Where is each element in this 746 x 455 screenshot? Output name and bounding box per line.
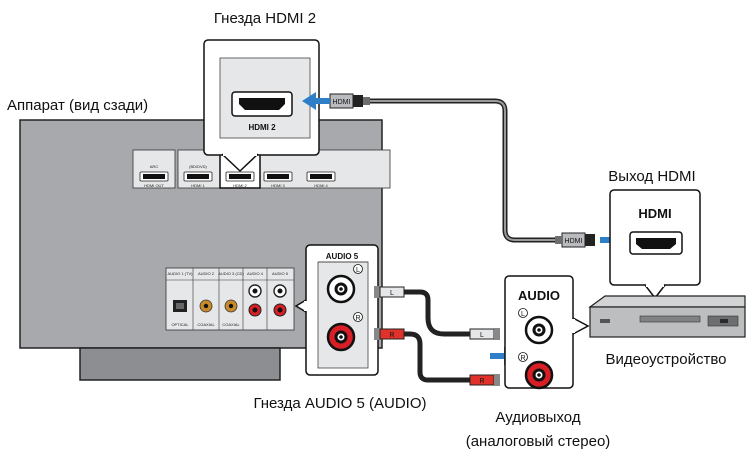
audio-output-label: Аудиовыход (495, 409, 580, 426)
hdmi1-sub: (BD/DVD) (189, 164, 207, 169)
receiver-foot (79, 347, 281, 381)
video-device-label: Видеоустройство (606, 351, 727, 368)
rca-plug-right-label: R (389, 332, 394, 339)
device-hdmi-callout: HDMI (609, 189, 701, 300)
audio5-zoom-callout: AUDIO 5 L R (294, 244, 379, 376)
device-hdmi-title: HDMI (638, 206, 671, 221)
rca-plug-right-label: R (479, 378, 484, 385)
device-right-label: R (520, 355, 525, 362)
rca-plug-left-label: L (480, 332, 484, 339)
rca-plug-left-label: L (390, 290, 394, 297)
arrow-left-icon (302, 92, 330, 110)
audio5-panel-title: AUDIO 5 (326, 252, 359, 261)
audio5-left-label: L (356, 267, 360, 274)
hdmi-plug-top-label: HDMI (333, 99, 351, 106)
zoom-port-label: HDMI 2 (248, 123, 276, 132)
coaxial-label: COAXIAL (222, 322, 240, 327)
rca-cable: L R L R (374, 286, 500, 386)
video-device-icon (588, 295, 746, 338)
audio2-header: AUDIO 2 (198, 271, 215, 276)
hdmi-plug-device-label: HDMI (565, 238, 583, 245)
device-audio-callout: AUDIO L R (504, 275, 590, 390)
hdmi1-label: HDMI 1 (191, 183, 205, 188)
hdmi-cable: HDMI HDMI (329, 93, 595, 248)
audio-output-sublabel: (аналоговый стерео) (466, 433, 611, 450)
hdmi-output-label: Выход HDMI (608, 168, 695, 185)
audio4-header: AUDIO 4 (247, 271, 264, 276)
coaxial-label: COAXIAL (197, 322, 215, 327)
receiver-audio-section: AUDIO 1 (TV) AUDIO 2 AUDIO 3 (CD) AUDIO … (165, 267, 295, 331)
hdmi4-label: HDMI 4 (314, 183, 328, 188)
device-audio-title: AUDIO (518, 288, 560, 303)
hdmi2-jacks-label: Гнезда HDMI 2 (214, 10, 316, 27)
hdmi2-zoom-callout: HDMI 2 (203, 39, 320, 173)
receiver-rear: ARC (BD/DVD) HDMI OUT HDMI 1 HDMI 2 HDMI… (19, 119, 391, 381)
hdmi-out-label: HDMI OUT (144, 183, 164, 188)
rca-plug-left (379, 286, 405, 298)
audio1-header: AUDIO 1 (TV) (168, 271, 194, 276)
audio5-header: AUDIO 5 (272, 271, 289, 276)
hdmi-out-sub: ARC (150, 164, 159, 169)
receiver-hdmi-row: ARC (BD/DVD) HDMI OUT HDMI 1 HDMI 2 HDMI… (132, 149, 391, 189)
hdmi2-label: HDMI 2 (233, 183, 247, 188)
unit-rear-label: Аппарат (вид сзади) (7, 97, 148, 114)
rca-plug-right (379, 328, 405, 340)
audio5-right-label: R (355, 315, 360, 322)
device-left-label: L (521, 311, 525, 318)
audio5-jacks-label: Гнезда AUDIO 5 (AUDIO) (253, 395, 426, 412)
optical-label: OPTICAL (171, 322, 189, 327)
hdmi3-label: HDMI 3 (271, 183, 285, 188)
audio3-header: AUDIO 3 (CD) (218, 271, 244, 276)
